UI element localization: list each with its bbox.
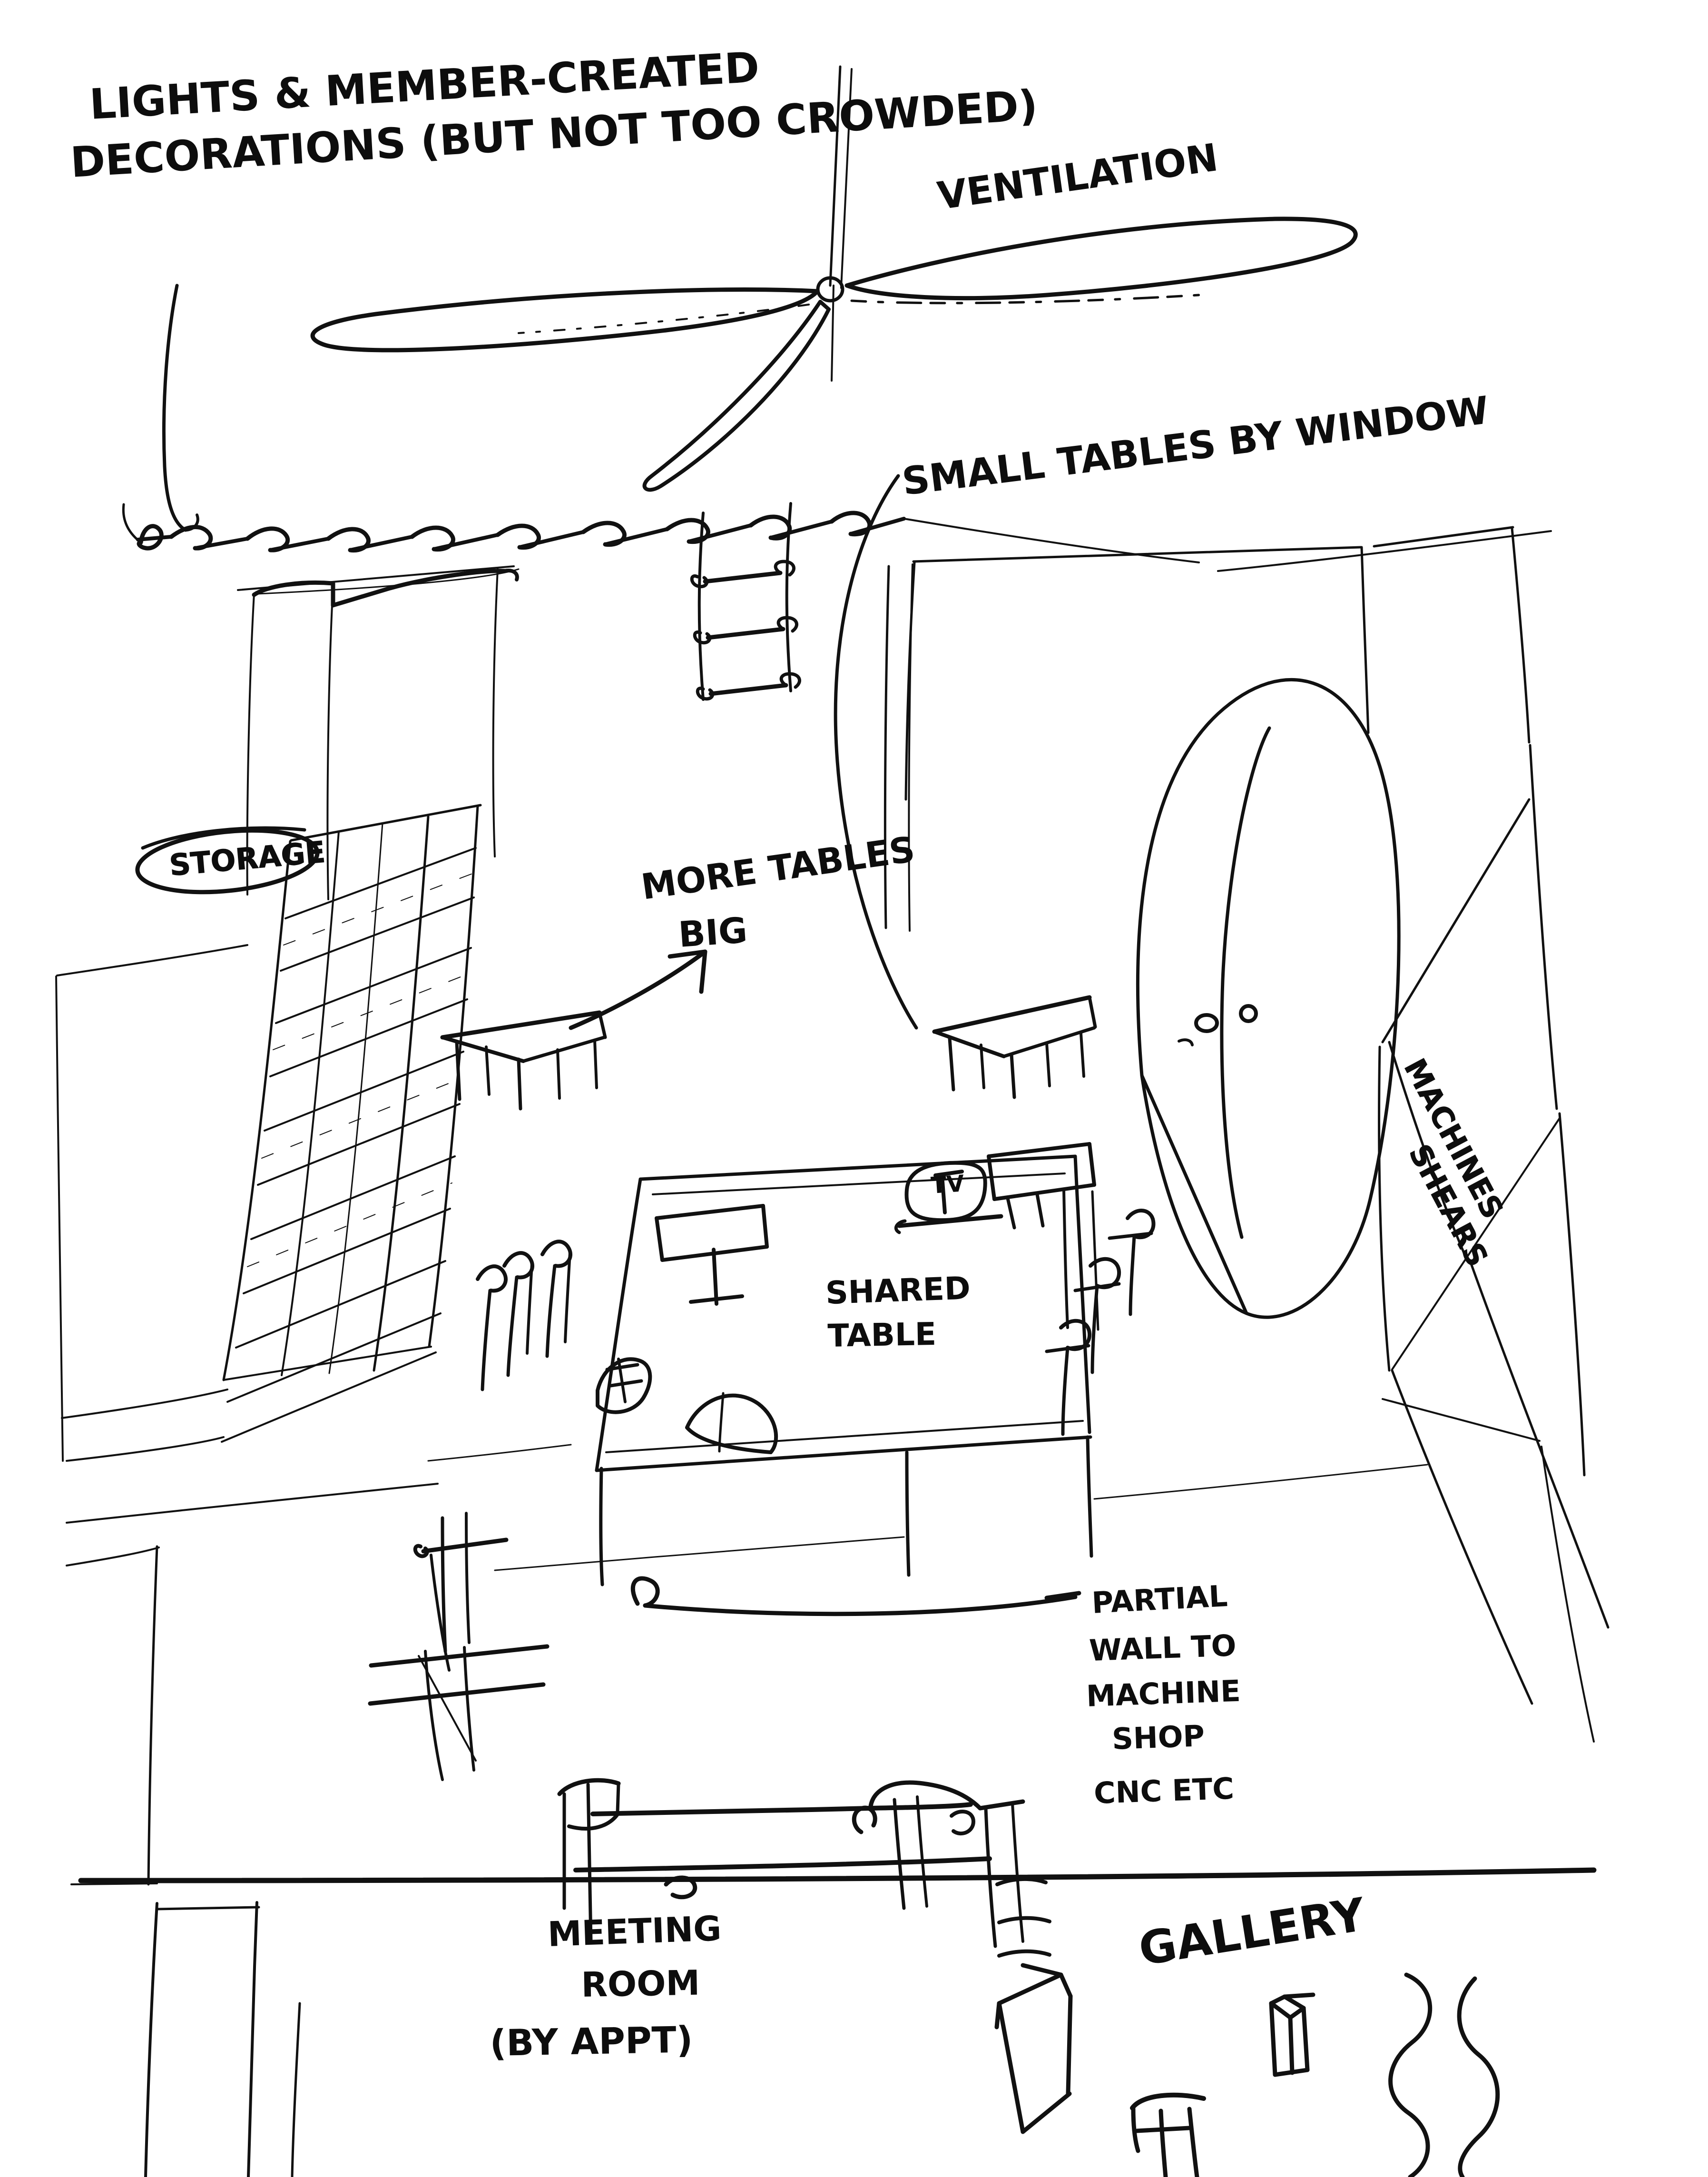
shared-table-line1: SHARED [825,1270,971,1311]
gallery-plinth [1130,2092,1206,2177]
foreground-floor-line [78,1867,1597,1883]
ceiling-and-upper-walls [237,518,1552,900]
partial-wall-line3: MACHINE [1086,1674,1241,1714]
storage-oval [135,828,320,895]
more-tables-line2: BIG [677,910,748,956]
partial-wall-line2: WALL TO [1089,1628,1237,1668]
chairs [476,1188,1156,1436]
meeting-room-line2: ROOM [581,1963,700,2005]
partial-wall [630,1576,1081,1616]
meeting-room-line1: MEETING [547,1908,722,1954]
string-lights [122,284,906,553]
annotation-partial-wall: PARTIAL WALL TO MACHINE SHOP CNC ETC [1086,1578,1241,1811]
table-upper-right [932,995,1097,1099]
door-handle-left [1194,1013,1219,1033]
gallery-sculpture [1388,1972,1500,2177]
gallery-items [994,1963,1500,2177]
floor-perspective-lines [66,1444,1428,1571]
small-tables-leader [834,474,918,1030]
door-handle-right [1239,1004,1258,1023]
shared-table-line2: TABLE [827,1316,937,1354]
annotation-meeting-room: MEETING ROOM (BY APPT) [490,1908,722,2064]
gallery-cube [1269,1992,1315,2077]
annotation-shared-table: SHARED TABLE [825,1270,971,1354]
interior-columns [883,563,913,932]
laptop-screen-left [655,1204,765,1220]
partial-wall-line1: PARTIAL [1091,1578,1228,1620]
table-left-upper [440,1010,607,1111]
gallery-framed-art [994,1963,1073,2134]
storage-callout [135,826,320,895]
left-wall-base [55,944,248,1886]
tv-screen [894,1161,1003,1234]
items-on-shared-table [596,1142,1096,1454]
meeting-room [144,1901,301,2177]
arched-door [1136,678,1401,1319]
partial-wall-line4: SHOP [1111,1718,1205,1756]
partial-wall-line5: CNC ETC [1093,1771,1235,1811]
hanging-shelf-rack [690,502,801,701]
tv-label: TV [930,1170,965,1199]
shared-table [595,1154,1093,1586]
ceiling-fan [310,65,1358,492]
machine-shop-wall [1378,744,1610,1743]
more-tables-arrow [569,949,707,1030]
left-foreground-furniture [368,1512,550,1781]
meeting-room-line3: (BY APPT) [490,2019,693,2064]
